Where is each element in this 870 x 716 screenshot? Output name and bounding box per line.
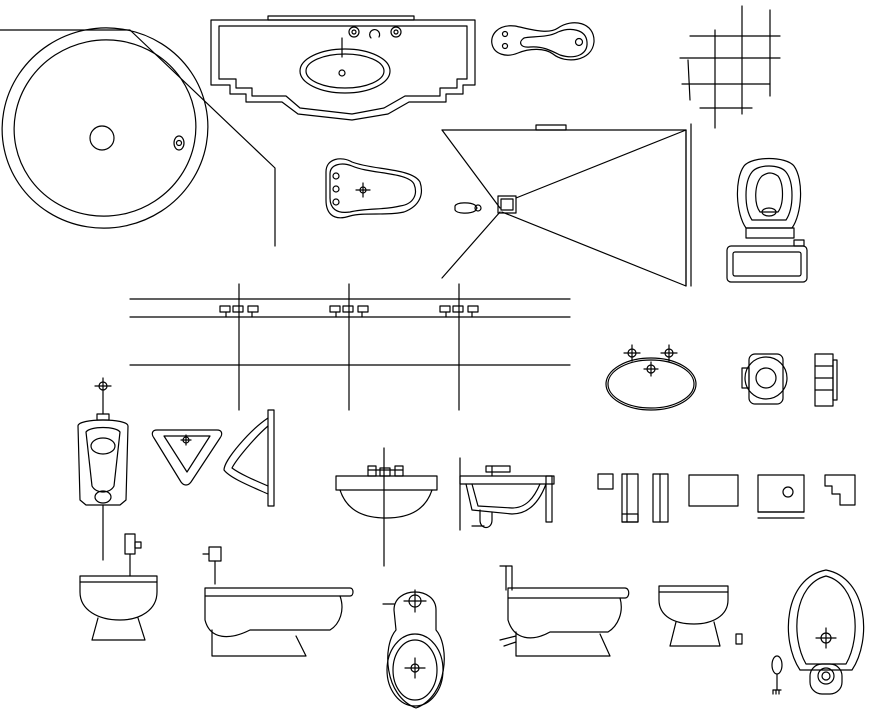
brush-holder [772,656,782,694]
toilet-with-tank-plan [727,159,807,283]
bidet-top-view [492,23,594,60]
shower-enclosure-plan [442,124,691,286]
toilet-top-view-elongated [383,590,444,708]
bathroom-accessories-elevation [598,474,855,522]
corner-sink-triangle [152,430,221,485]
oval-sink-top-view [606,345,696,410]
wall-urinal-side [224,410,274,506]
vanity-sink-countertop [211,16,475,120]
sink-section-with-trap [460,458,554,530]
tile-grid [680,6,780,128]
toilet-side-with-flush-valve [203,547,353,656]
toilet-paper-holder-side [815,354,837,406]
toilet-seat-top-view [326,159,421,218]
pedestal-sink-front [336,448,437,566]
wall-faucet-elevation [130,284,570,410]
toilet-front [659,586,742,646]
toilet-side-with-pipe [500,566,629,656]
wall-urinal-front [78,378,128,560]
bidet-top-view-oval [788,570,863,694]
corner-bathtub [0,9,275,247]
toilet-front-with-flush-valve [80,534,157,640]
shower-head [455,203,481,213]
toilet-paper-holder [742,354,787,404]
